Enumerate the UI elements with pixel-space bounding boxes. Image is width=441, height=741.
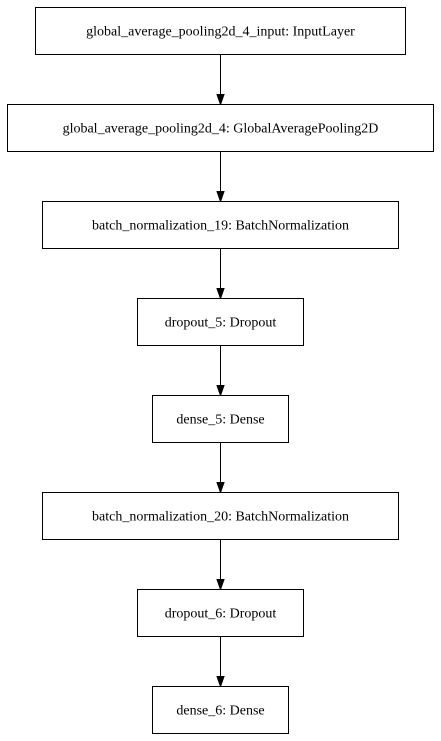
layer-label: dropout_5: Dropout [165,316,277,331]
arrow-head-icon [216,288,225,301]
arrow-head-icon [216,191,225,204]
layer-box [7,104,434,152]
layer-label: global_average_pooling2d_4_input: InputL… [86,25,355,40]
edge-arrow [216,151,225,204]
layer-label: global_average_pooling2d_4: GlobalAverag… [63,122,379,137]
layer-box [152,686,289,734]
layer-node-n0: global_average_pooling2d_4_input: InputL… [35,7,406,55]
layer-label: dropout_6: Dropout [165,607,277,622]
layer-label: batch_normalization_19: BatchNormalizati… [92,219,349,234]
layer-node-n1: global_average_pooling2d_4: GlobalAverag… [7,104,434,152]
arrow-head-icon [216,94,225,107]
edge-arrow [216,54,225,107]
layer-label: dense_5: Dense [176,413,264,428]
layer-node-n2: batch_normalization_19: BatchNormalizati… [42,201,399,249]
layer-node-n4: dense_5: Dense [152,395,289,443]
arrow-head-icon [216,676,225,689]
layer-node-n5: batch_normalization_20: BatchNormalizati… [42,492,399,540]
layer-node-n3: dropout_5: Dropout [137,298,304,346]
layer-box [42,201,399,249]
layer-label: batch_normalization_20: BatchNormalizati… [92,510,349,525]
layer-box [35,7,406,55]
layer-box [42,492,399,540]
arrow-head-icon [216,579,225,592]
layer-box [152,395,289,443]
arrow-head-icon [216,385,225,398]
edge-arrow [216,636,225,689]
edges-layer [216,54,225,689]
arrow-head-icon [216,482,225,495]
layer-label: dense_6: Dense [176,704,264,719]
edge-arrow [216,442,225,495]
nodes-layer: global_average_pooling2d_4_input: InputL… [7,7,434,734]
layer-box [137,298,304,346]
edge-arrow [216,345,225,398]
edge-arrow [216,248,225,301]
layer-node-n7: dense_6: Dense [152,686,289,734]
layer-node-n6: dropout_6: Dropout [137,589,304,637]
layer-box [137,589,304,637]
edge-arrow [216,539,225,592]
